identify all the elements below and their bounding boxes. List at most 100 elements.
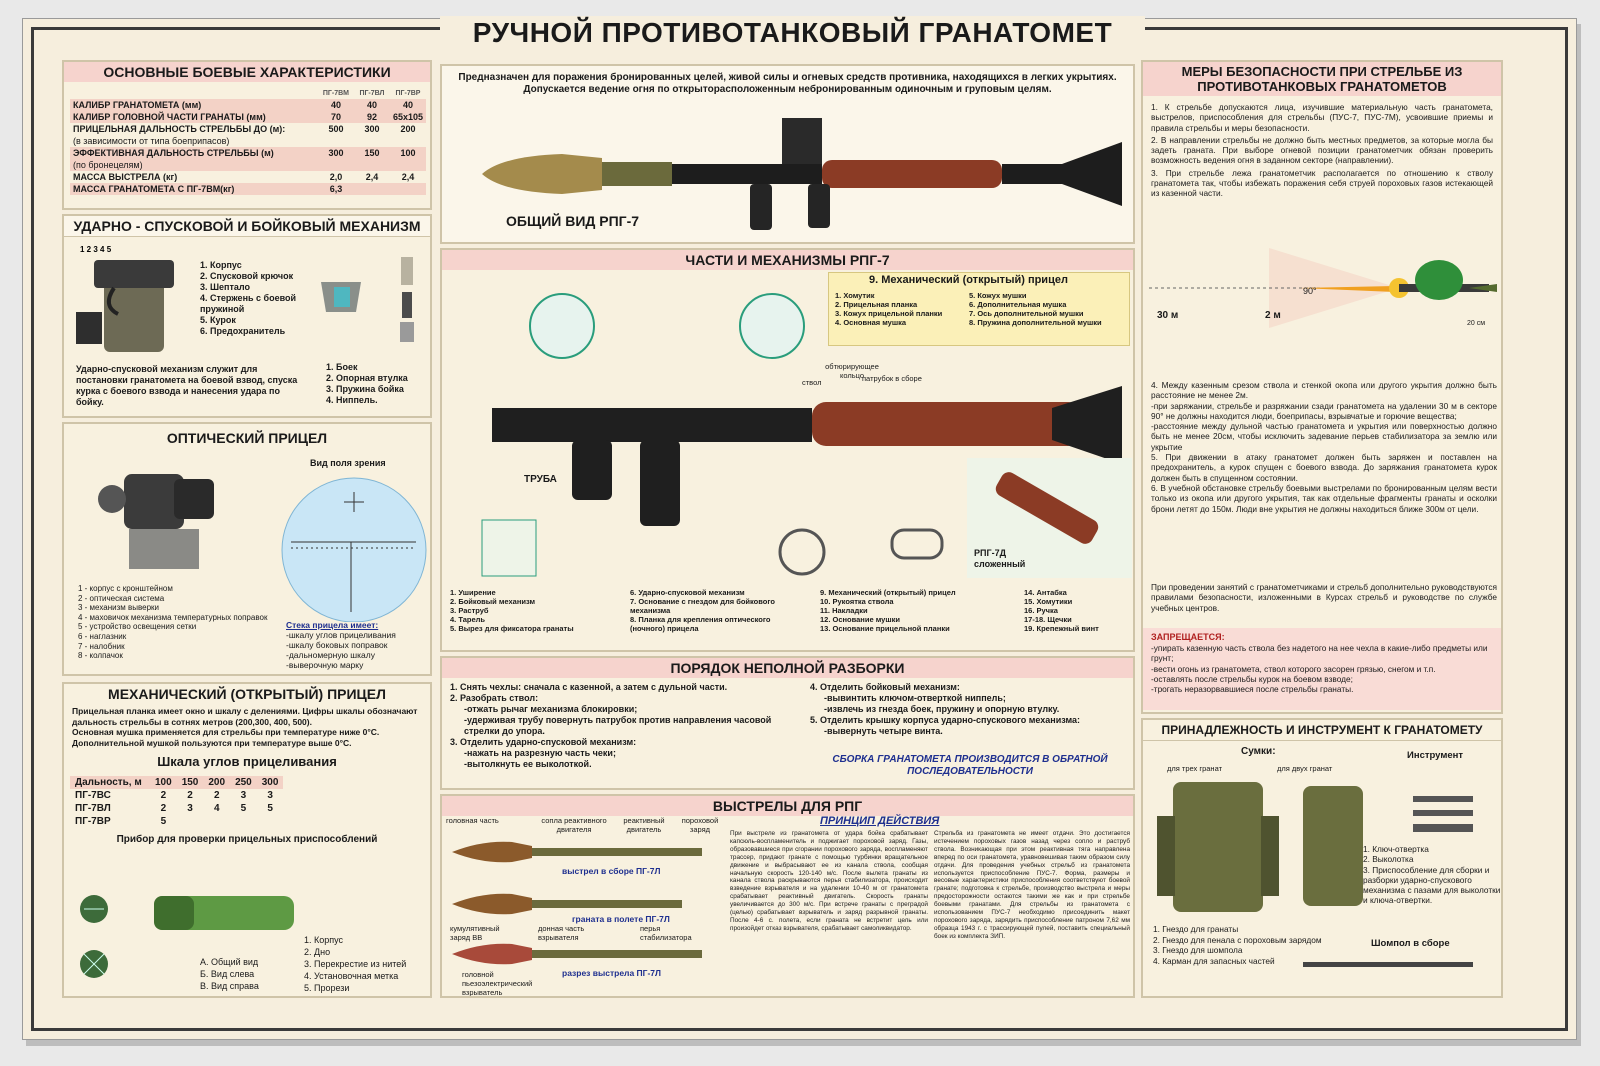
disassembly-steps-left: 1. Снять чехлы: сначала с казенной, а за… bbox=[450, 682, 772, 769]
firing-pin-illustration bbox=[321, 257, 414, 342]
accessories-title: ПРИНАДЛЕЖНОСТЬ И ИНСТРУМЕНТ К ГРАНАТОМЕТ… bbox=[1143, 720, 1501, 741]
trigger-mechanism-illustration: 1 2 3 4 5 bbox=[76, 245, 174, 352]
rounds-panel: ВЫСТРЕЛЫ ДЛЯ РПГ головная часть сопла ре… bbox=[440, 794, 1135, 998]
training-text: Стрельба из гранатомета не имеет отдачи.… bbox=[934, 830, 1130, 940]
forbidden-title: ЗАПРЕЩАЕТСЯ: bbox=[1151, 632, 1225, 642]
distance-30m: 30 м bbox=[1157, 310, 1179, 321]
caption-cutaway: разрез выстрела ПГ-7Л bbox=[562, 968, 661, 978]
poster-title: РУЧНОЙ ПРОТИВОТАНКОВЫЙ ГРАНАТОМЕТ bbox=[440, 16, 1145, 50]
sight-check-device-illustration bbox=[80, 895, 294, 978]
specs-title: ОСНОВНЫЕ БОЕВЫЕ ХАРАКТЕРИСТИКИ bbox=[64, 62, 430, 82]
mechanical-sight-panel: МЕХАНИЧЕСКИЙ (ОТКРЫТЫЙ) ПРИЦЕЛ Прицельна… bbox=[62, 682, 432, 998]
distance-2m: 2 м bbox=[1265, 310, 1281, 321]
label-warhead: головная часть bbox=[446, 816, 499, 825]
accessories-panel: ПРИНАДЛЕЖНОСТЬ И ИНСТРУМЕНТ К ГРАНАТОМЕТ… bbox=[1141, 718, 1503, 998]
caption-in-flight: граната в полете ПГ-7Л bbox=[572, 914, 670, 924]
firing-safety-diagram bbox=[1149, 248, 1497, 328]
label-nozzles: сопла реактивного двигателя bbox=[541, 816, 607, 834]
parts-panel: ЧАСТИ И МЕХАНИЗМЫ РПГ-7 9. Механический … bbox=[440, 248, 1135, 652]
spec-col-1: ПГ-7ВМ bbox=[322, 90, 350, 97]
safety-title: МЕРЫ БЕЗОПАСНОСТИ ПРИ СТРЕЛЬБЕ ИЗ ПРОТИВ… bbox=[1143, 62, 1501, 96]
bag-three-label: для трех гранат bbox=[1167, 764, 1223, 773]
safety-rules-2: 4. Между казенным срезом ствола и стенко… bbox=[1151, 380, 1497, 514]
forbidden-list: -упирать казенную часть ствола без надет… bbox=[1151, 643, 1488, 695]
reticle-view bbox=[281, 477, 427, 622]
angle-90: 90° bbox=[1303, 286, 1317, 296]
trigger-title: УДАРНО - СПУСКОВОЙ И БОЙКОВЫЙ МЕХАНИЗМ bbox=[64, 216, 430, 237]
rpg7-parts-illustration bbox=[481, 293, 1132, 578]
rounds-illustration bbox=[452, 841, 702, 965]
rpg7-general-view-illustration bbox=[482, 118, 1122, 230]
general-view-caption: ОБЩИЙ ВИД РПГ-7 bbox=[506, 213, 640, 229]
bags-label: Сумки: bbox=[1241, 746, 1276, 757]
folded-label: РПГ-7Д сложенный bbox=[974, 548, 1026, 569]
trigger-panel: УДАРНО - СПУСКОВОЙ И БОЙКОВЫЙ МЕХАНИЗМ 1… bbox=[62, 214, 432, 418]
spec-row: МАССА ГРАНАТОМЕТА С ПГ-7ВМ(кг)6,3 bbox=[70, 183, 426, 195]
parts-title: ЧАСТИ И МЕХАНИЗМЫ РПГ-7 bbox=[442, 250, 1133, 270]
scale-title: Шкала углов прицеливания bbox=[157, 754, 337, 769]
label-fuse: головной пьезоэлектрический взрыватель bbox=[462, 970, 533, 997]
spec-row: ПРИЦЕЛЬНАЯ ДАЛЬНОСТЬ СТРЕЛЬБЫ ДО (м):500… bbox=[73, 124, 416, 134]
assembly-note: СБОРКА ГРАНАТОМЕТА ПРОИЗВОДИТСЯ В ОБРАТН… bbox=[832, 754, 1108, 777]
reticle-features: Стека прицела имеет: -шкалу углов прицел… bbox=[286, 620, 396, 670]
ring-label: обтюрирующее кольцо bbox=[825, 362, 879, 380]
general-view-panel: Предназначен для поражения бронированных… bbox=[440, 64, 1135, 244]
device-title: Прибор для проверки прицельных приспособ… bbox=[116, 834, 378, 845]
mech-sight-parts-title: 9. Механический (открытый) прицел bbox=[869, 274, 1068, 286]
barrel-label: ствол bbox=[802, 378, 822, 387]
optical-panel: ОПТИЧЕСКИЙ ПРИЦЕЛ Вид поля зрения 1 - ко… bbox=[62, 422, 432, 676]
specs-table: ПГ-7ВМ ПГ-7ВЛ ПГ-7ВР КАЛИБР ГРАНАТОМЕТА (м… bbox=[70, 88, 426, 195]
disassembly-title: ПОРЯДОК НЕПОЛНОЙ РАЗБОРКИ bbox=[442, 658, 1133, 678]
principle-title: ПРИНЦИП ДЕЙСТВИЯ bbox=[820, 815, 940, 827]
tube-label: ТРУБА bbox=[524, 474, 557, 485]
bag-two-label: для двух гранат bbox=[1277, 764, 1333, 773]
spec-col-2: ПГ-7ВЛ bbox=[359, 90, 385, 97]
spec-row: (в зависимости от типа боеприпасов) bbox=[73, 136, 230, 146]
disassembly-steps-right: 4. Отделить бойковый механизм: -вывинтит… bbox=[810, 682, 1081, 736]
label-fuse-base: донная часть взрывателя bbox=[538, 924, 585, 942]
label-rocket-motor: реактивный двигатель bbox=[623, 816, 665, 834]
rounds-title: ВЫСТРЕЛЫ ДЛЯ РПГ bbox=[442, 796, 1133, 816]
field-of-view-label: Вид поля зрения bbox=[310, 458, 386, 468]
trigger-description: Ударно-спусковой механизм служит для пос… bbox=[76, 364, 298, 407]
height-20cm: 20 см bbox=[1467, 320, 1486, 327]
safety-closing: При проведении занятий с гранатометчикам… bbox=[1151, 582, 1497, 613]
label-fins: перья стабилизатора bbox=[640, 924, 692, 942]
optical-sight-illustration bbox=[98, 474, 214, 569]
optical-title: ОПТИЧЕСКИЙ ПРИЦЕЛ bbox=[166, 430, 328, 446]
label-propellant: пороховой заряд bbox=[681, 816, 719, 834]
safety-panel: МЕРЫ БЕЗОПАСНОСТИ ПРИ СТРЕЛЬБЕ ИЗ ПРОТИВ… bbox=[1141, 60, 1503, 714]
label-charge: кумулятивный заряд ВВ bbox=[450, 924, 500, 942]
spec-col-3: ПГ-7ВР bbox=[395, 90, 421, 97]
pipe-label: патрубок в сборе bbox=[862, 374, 922, 383]
tools-label: Инструмент bbox=[1407, 750, 1464, 761]
mechanical-sight-text: Прицельная планка имеет окно и шкалу с д… bbox=[72, 706, 418, 748]
intro-text: Предназначен для поражения бронированных… bbox=[458, 72, 1117, 95]
safety-rules: 1. К стрельбе допускаются лица, изучивши… bbox=[1151, 102, 1493, 199]
spec-row: (по бронецелям) bbox=[70, 159, 426, 171]
svg-text:1 2 3 4 5: 1 2 3 4 5 bbox=[80, 245, 112, 254]
disassembly-panel: ПОРЯДОК НЕПОЛНОЙ РАЗБОРКИ 1. Снять чехлы… bbox=[440, 656, 1135, 790]
mechanical-sight-title: МЕХАНИЧЕСКИЙ (ОТКРЫТЫЙ) ПРИЦЕЛ bbox=[108, 686, 386, 702]
forbidden-box: ЗАПРЕЩАЕТСЯ: -упирать казенную часть ств… bbox=[1143, 628, 1501, 710]
ramrod-label: Шомпол в сборе bbox=[1371, 938, 1450, 949]
